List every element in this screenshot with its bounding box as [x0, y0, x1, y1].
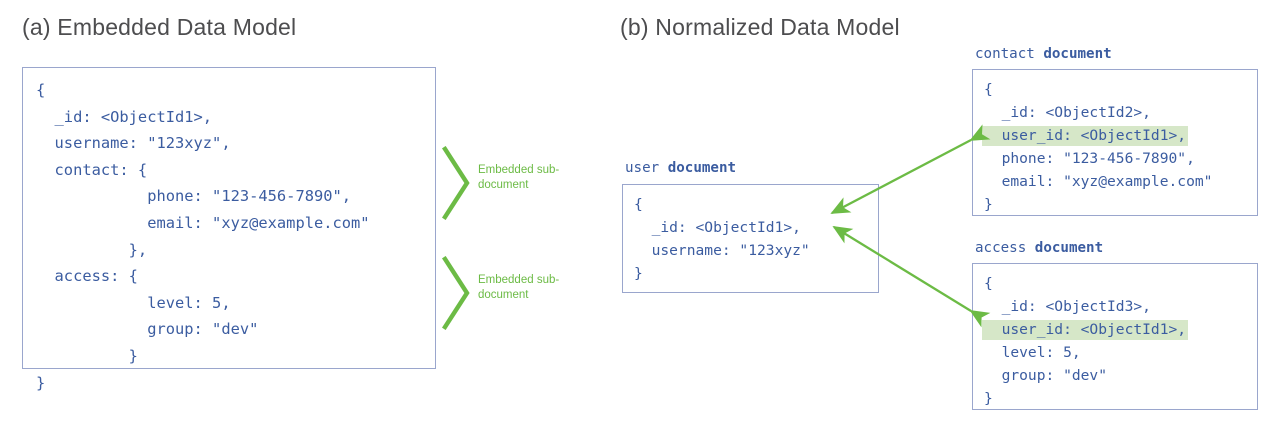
panel-a-title: (a) Embedded Data Model	[22, 14, 297, 40]
embedded-subdocument-chevron-icon-2	[441, 255, 472, 335]
code-line: {	[984, 81, 993, 98]
embedded-subdocument-caption-1: Embedded sub-document	[478, 164, 560, 191]
embedded-document-code: { _id: <ObjectId1>, username: "123xyz", …	[36, 81, 370, 392]
code-line: _id: <ObjectId2>,	[984, 104, 1151, 121]
code-line: {	[984, 275, 993, 292]
user-code-inner: { _id: <ObjectId1>, username: "123xyz"}	[634, 193, 810, 285]
embedded-subdocument-chevron-icon	[441, 145, 472, 225]
access-code-inner: { _id: <ObjectId3>, user_id: <ObjectId1>…	[982, 272, 1189, 410]
code-line: _id: <ObjectId1>,	[634, 219, 801, 236]
embedded-document-box: { _id: <ObjectId1>, username: "123xyz", …	[22, 67, 436, 392]
contact-code-inner: { _id: <ObjectId2>, user_id: <ObjectId1>…	[982, 78, 1213, 216]
highlighted-reference-field: user_id: <ObjectId1>,	[982, 320, 1189, 340]
code-line: {	[634, 196, 643, 213]
access-document-label-name: access	[975, 240, 1027, 256]
embedded-code-inner: { _id: <ObjectId1>, username: "123xyz", …	[36, 77, 370, 396]
code-line: username: "123xyz"	[634, 242, 810, 259]
code-line: email: "xyz@example.com"	[984, 173, 1213, 190]
contact-document-label: contact document	[975, 46, 1112, 62]
code-line: phone: "123-456-7890",	[984, 150, 1195, 167]
contact-document-code: { _id: <ObjectId2>, user_id: <ObjectId1>…	[982, 78, 1213, 216]
code-line: level: 5,	[984, 344, 1081, 361]
user-document-label-sep	[659, 160, 668, 176]
code-line: _id: <ObjectId3>,	[984, 298, 1151, 315]
user-document-box: { _id: <ObjectId1>, username: "123xyz"}	[622, 184, 879, 293]
access-document-box: { _id: <ObjectId3>, user_id: <ObjectId1>…	[972, 263, 1258, 410]
user-document-label: user document	[625, 160, 736, 176]
code-line: }	[984, 390, 993, 407]
access-document-code: { _id: <ObjectId3>, user_id: <ObjectId1>…	[982, 272, 1189, 410]
contact-document-label-name: contact	[975, 46, 1035, 62]
highlighted-reference-field: user_id: <ObjectId1>,	[982, 126, 1189, 146]
access-document-label-kind: document	[1034, 240, 1104, 256]
panel-b-title: (b) Normalized Data Model	[620, 14, 900, 40]
code-line: }	[634, 265, 643, 282]
code-line: user_id: <ObjectId1>,	[982, 318, 1189, 341]
user-document-label-name: user	[625, 160, 660, 176]
user-document-label-kind: document	[667, 160, 737, 176]
access-document-label-sep	[1026, 240, 1035, 256]
contact-document-label-kind: document	[1043, 46, 1112, 62]
user-document-code: { _id: <ObjectId1>, username: "123xyz"}	[634, 193, 810, 285]
embedded-subdocument-caption-2: Embedded sub-document	[478, 274, 560, 301]
code-line: group: "dev"	[984, 367, 1108, 384]
code-line: user_id: <ObjectId1>,	[982, 124, 1212, 147]
access-document-label: access document	[975, 240, 1103, 256]
code-line: }	[984, 196, 993, 213]
contact-document-box: { _id: <ObjectId2>, user_id: <ObjectId1>…	[972, 69, 1258, 216]
